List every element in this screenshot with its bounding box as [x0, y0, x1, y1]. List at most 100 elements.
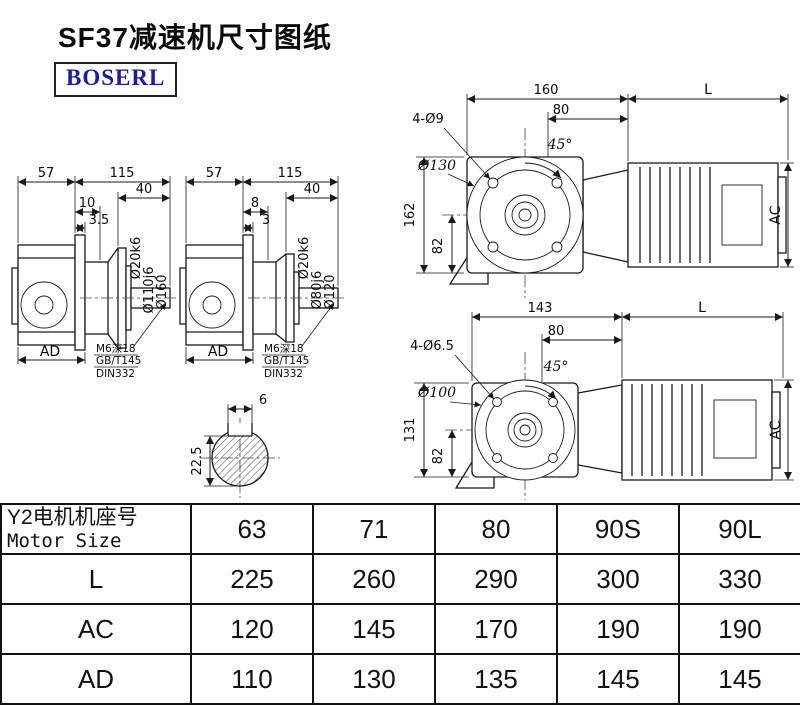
page-title: SF37减速机尺寸图纸	[58, 22, 332, 53]
dim-angle: 45°	[543, 359, 569, 375]
dim-131: 131	[403, 418, 418, 443]
cell-AC-90S: 190	[558, 605, 680, 655]
cell-L-63: 225	[192, 555, 314, 605]
dim-40: 40	[304, 182, 321, 197]
row-label-L: L	[2, 555, 192, 605]
cell-AD-90S: 145	[558, 655, 680, 705]
brand-logo: BOSERL	[54, 62, 178, 97]
shaft-section-circle	[211, 429, 269, 487]
size-90L: 90L	[680, 505, 800, 555]
technical-drawing-canvas: 57 115 40 10 3.5 Ø20k6 Ø110j6 Ø160	[11, 82, 794, 500]
dim-shaft-diameter: Ø20k6	[297, 237, 312, 280]
table-row-AD: AD 110 130 135 145 145	[2, 655, 800, 705]
dim-82: 82	[431, 448, 446, 465]
dim-L: L	[698, 300, 706, 316]
size-90S: 90S	[558, 505, 680, 555]
side-view-a: 57 115 40 10 3.5 Ø20k6 Ø110j6 Ø160	[11, 166, 176, 380]
size-80: 80	[436, 505, 558, 555]
size-71: 71	[314, 505, 436, 555]
dim-115: 115	[110, 166, 135, 181]
dim-spigot-diameter: Ø80j6	[310, 271, 325, 310]
dim-bolt-holes: 4-Ø6.5	[410, 339, 454, 354]
dim-AC: AC	[768, 420, 784, 439]
side-view-b: 57 115 40 8 3 Ø20k6 Ø80j6 Ø120	[179, 166, 344, 380]
cell-AD-90L: 145	[680, 655, 800, 705]
tap-note-line2: GB/T145	[96, 355, 141, 367]
cell-AC-71: 145	[314, 605, 436, 655]
front-view-c: 160 L 80	[403, 82, 794, 298]
mounting-plate	[74, 234, 86, 351]
tap-note-line1: M6深18	[264, 343, 304, 355]
dim-ad: AD	[208, 344, 228, 360]
cell-AC-63: 120	[192, 605, 314, 655]
adapter-housing	[582, 169, 629, 263]
dim-143: 143	[528, 301, 553, 316]
dim-angle: 45°	[547, 137, 573, 153]
motor-end-cap	[771, 391, 781, 469]
dim-ad: AD	[40, 344, 60, 360]
tap-note-line3: DIN332	[264, 368, 303, 380]
dim-10: 10	[79, 196, 96, 211]
dim-57: 57	[206, 166, 223, 181]
cell-AC-80: 170	[436, 605, 558, 655]
cell-L-90L: 330	[680, 555, 800, 605]
cell-AD-63: 110	[192, 655, 314, 705]
dim-40: 40	[136, 182, 153, 197]
dim-82: 82	[431, 238, 446, 255]
motor-detail	[721, 184, 763, 246]
worm-end-cap	[179, 267, 187, 325]
dim-flange-circle: Ø130	[417, 158, 456, 174]
bolt-hole	[551, 177, 563, 189]
row-label-AD: AD	[2, 655, 192, 705]
dim-depth: 22.5	[190, 447, 205, 476]
dim-80: 80	[553, 103, 570, 118]
dim-3-5: 3.5	[89, 213, 110, 228]
cell-L-90S: 300	[558, 555, 680, 605]
dim-162: 162	[403, 203, 418, 228]
dim-bolt-holes: 4-Ø9	[412, 112, 443, 127]
dim-spigot-diameter: Ø110j6	[142, 267, 157, 314]
bolt-hole	[487, 241, 499, 253]
motor-size-label-en: Motor Size	[7, 529, 122, 552]
row-label-AC: AC	[2, 605, 192, 655]
dim-shaft-diameter: Ø20k6	[129, 237, 144, 280]
cell-AD-71: 130	[314, 655, 436, 705]
dimension-table: Y2电机机座号 Motor Size 63 71 80 90S 90L L 22…	[0, 503, 800, 705]
tap-note-line2: GB/T145	[264, 355, 309, 367]
motor-size-label-cn: Y2电机机座号	[7, 506, 138, 530]
size-63: 63	[192, 505, 314, 555]
motor-detail	[713, 399, 757, 459]
bolt-hole	[551, 241, 563, 253]
dim-8: 8	[251, 196, 259, 211]
worm-end-cap	[11, 267, 19, 325]
dim-flange-diameter: Ø120	[323, 274, 338, 309]
mounting-plate	[242, 234, 254, 351]
dim-flange-diameter: Ø160	[155, 274, 170, 309]
table-row-AC: AC 120 145 170 190 190	[2, 605, 800, 655]
dim-80: 80	[548, 324, 565, 339]
cell-AD-80: 135	[436, 655, 558, 705]
bolt-hole	[492, 453, 502, 463]
dim-AC: AC	[768, 205, 784, 224]
table-row-L: L 225 260 290 300 330	[2, 555, 800, 605]
dim-115: 115	[278, 166, 303, 181]
shaft-cross-section: 6 22.5	[190, 393, 280, 498]
dim-flange-circle: Ø100	[417, 385, 456, 401]
dim-L: L	[704, 82, 712, 98]
tap-note-line3: DIN332	[96, 368, 135, 380]
dim-key-width: 6	[259, 393, 267, 408]
cell-AC-90L: 190	[680, 605, 800, 655]
cell-L-71: 260	[314, 555, 436, 605]
tap-note-line1: M6深18	[96, 343, 136, 355]
dim-57: 57	[38, 166, 55, 181]
motor-size-header-cell: Y2电机机座号 Motor Size	[2, 505, 192, 555]
bolt-hole	[548, 453, 558, 463]
bolt-hole	[492, 397, 502, 407]
adapter-housing	[577, 384, 623, 474]
keyway-slot	[228, 423, 252, 436]
dim-160: 160	[534, 83, 559, 98]
dim-3: 3	[262, 213, 270, 228]
front-view-d: 143 L 80	[403, 300, 794, 500]
table-row-header: Y2电机机座号 Motor Size 63 71 80 90S 90L	[2, 505, 800, 555]
